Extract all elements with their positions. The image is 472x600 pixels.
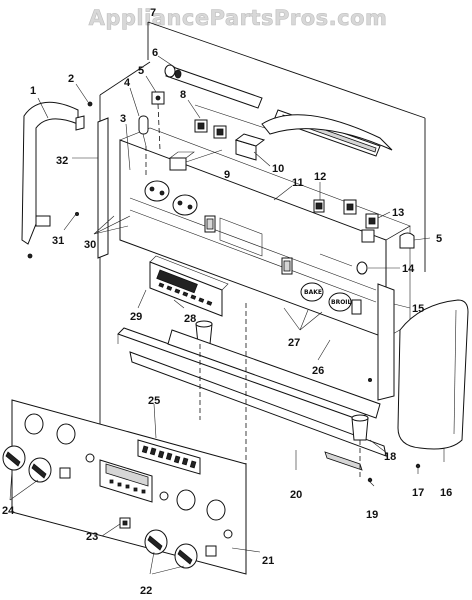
callout-5-top: 5 — [138, 65, 144, 77]
callout-1: 1 — [30, 85, 36, 97]
callout-17: 17 — [412, 487, 424, 499]
panel-components — [138, 91, 415, 275]
callout-29: 29 — [130, 311, 142, 323]
callout-11: 11 — [292, 177, 304, 189]
callout-3: 3 — [120, 113, 126, 125]
watermark: AppliancePartsPros.com — [88, 6, 388, 31]
callout-13: 13 — [392, 207, 404, 219]
callout-20: 20 — [290, 489, 302, 501]
callout-4: 4 — [124, 77, 131, 89]
callout-16: 16 — [440, 487, 452, 499]
leader-lines — [9, 55, 445, 575]
callout-10: 10 — [272, 163, 284, 175]
callout-28: 28 — [184, 313, 196, 325]
clock-control-board — [149, 255, 229, 345]
callout-2: 2 — [68, 73, 74, 85]
callout-labels: 1 2 3 4 5 5 6 7 8 9 10 11 12 13 14 15 16… — [2, 7, 452, 597]
callout-23: 23 — [86, 531, 98, 543]
left-end-cap — [21, 101, 109, 259]
panel-label-b: BROIL — [331, 299, 352, 306]
callout-26: 26 — [312, 365, 324, 377]
callout-19: 19 — [366, 509, 378, 521]
front-control-panel — [11, 399, 247, 575]
trim-rails — [117, 327, 387, 471]
top-glass — [194, 104, 393, 151]
callout-15: 15 — [412, 303, 424, 315]
main-control-panel: BAKE BROIL — [119, 127, 411, 339]
callout-8: 8 — [180, 89, 186, 101]
callout-7: 7 — [150, 7, 156, 19]
callout-31: 31 — [52, 235, 64, 247]
callout-5-right: 5 — [436, 233, 442, 245]
assembly-lines — [145, 103, 361, 480]
callout-9: 9 — [224, 169, 230, 181]
callout-18: 18 — [384, 451, 396, 463]
callout-21: 21 — [262, 555, 274, 567]
callout-6: 6 — [152, 47, 158, 59]
panel-label-a: BAKE — [304, 289, 322, 296]
right-end-cap — [367, 283, 469, 483]
callout-25: 25 — [148, 395, 160, 407]
callout-24: 24 — [2, 505, 15, 517]
callout-14: 14 — [402, 263, 415, 275]
callout-22: 22 — [140, 585, 152, 597]
callout-27: 27 — [288, 337, 300, 349]
knobs — [2, 445, 217, 569]
callout-30: 30 — [84, 239, 96, 251]
callout-32: 32 — [56, 155, 68, 167]
rear-roller — [164, 64, 381, 157]
callout-12: 12 — [314, 171, 326, 183]
